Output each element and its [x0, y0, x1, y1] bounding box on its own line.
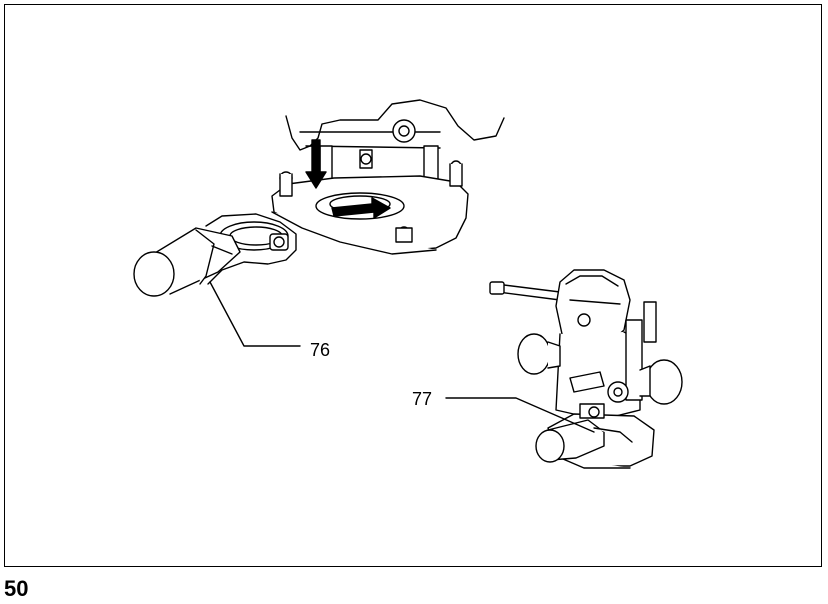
- callout-label-77: 77: [412, 390, 432, 408]
- leader-line-76: [210, 282, 300, 346]
- router-assembled-drawing: [490, 270, 682, 468]
- page-number: 50: [4, 578, 28, 600]
- router-base-drawing: [134, 100, 504, 296]
- callout-label-76: 76: [310, 341, 330, 359]
